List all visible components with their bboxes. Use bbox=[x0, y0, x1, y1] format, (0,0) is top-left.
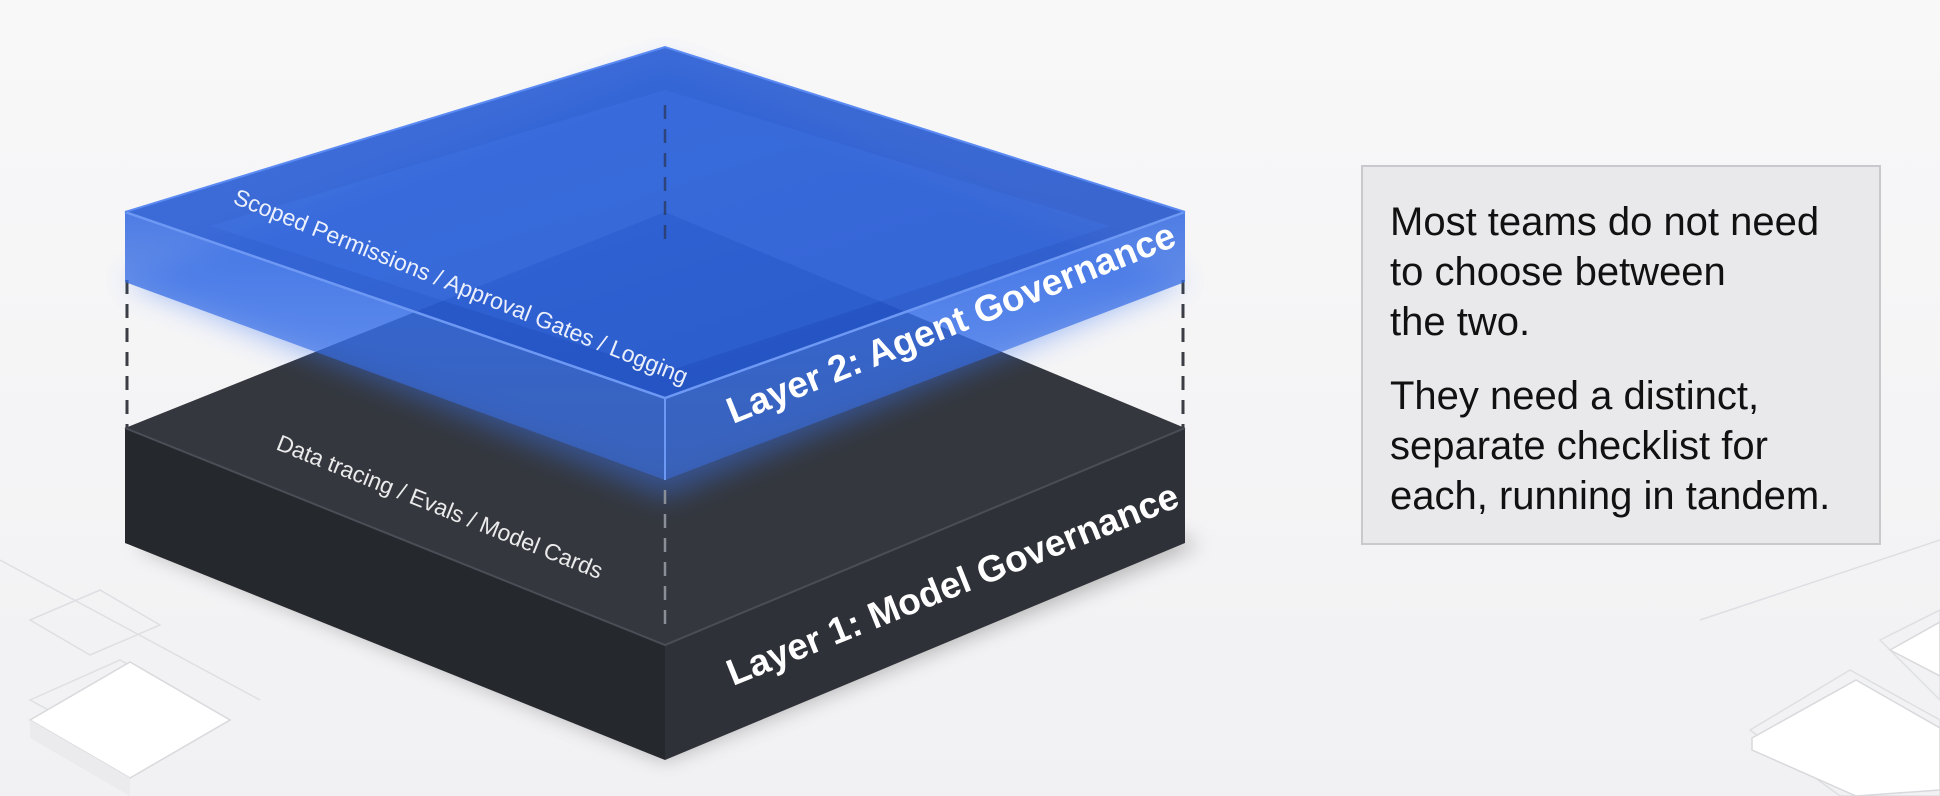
layer1-right-face bbox=[665, 428, 1185, 760]
callout-paragraph-2: They need a distinct, separate checklist… bbox=[1390, 374, 1831, 518]
dashed-connector-line bbox=[125, 280, 1185, 428]
layer2-right-face bbox=[665, 212, 1185, 480]
callout-box: Most teams do not need to choose between… bbox=[1361, 165, 1881, 545]
layer2-slab bbox=[124, 45, 1186, 498]
layer1-left-face bbox=[125, 428, 665, 760]
layer2-left-face bbox=[125, 212, 665, 480]
callout-paragraph-1: Most teams do not need to choose between… bbox=[1390, 200, 1820, 344]
background-tiles bbox=[28, 621, 1940, 796]
layer2-top-face bbox=[125, 47, 1185, 398]
